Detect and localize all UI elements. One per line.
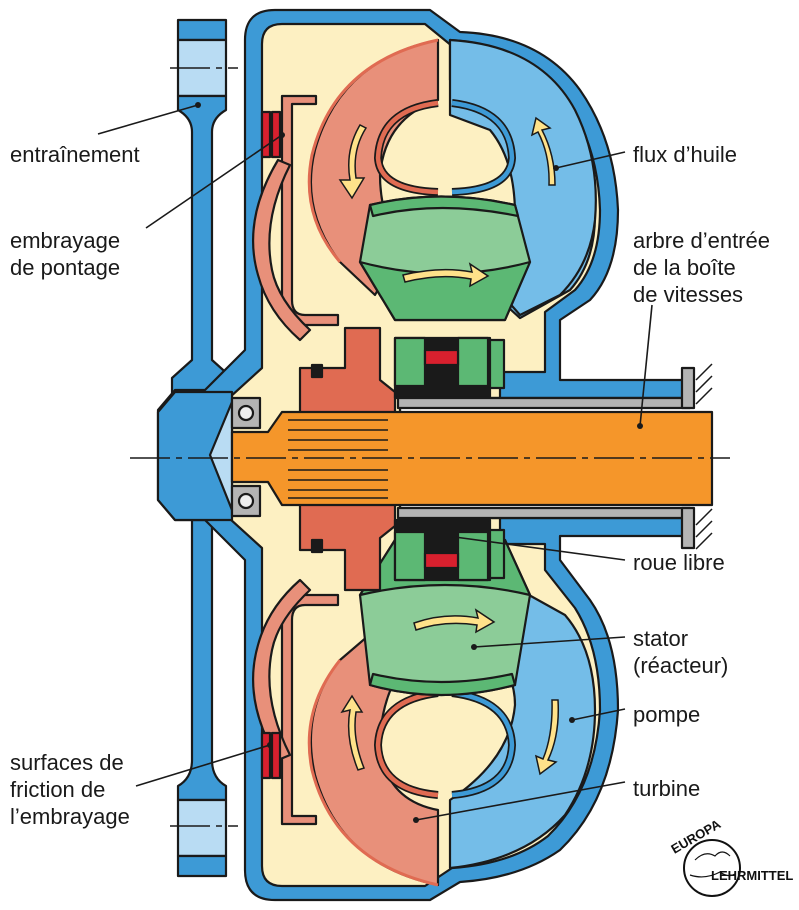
pilot-bearing: [230, 396, 262, 518]
label-arbre-1: arbre d’entrée: [633, 228, 770, 253]
europa-lehrmittel-logo: EUROPA LEHRMITTEL: [668, 816, 793, 897]
label-arbre-3: de vitesses: [633, 282, 743, 307]
stator-support-sleeve: [396, 363, 713, 550]
leader-lines: [97, 102, 653, 823]
flow-arrow-pump-top: [530, 116, 556, 186]
turbine: [307, 38, 440, 887]
label-roue-libre: roue libre: [633, 550, 725, 575]
globe-icon: [683, 839, 741, 897]
label-stator-1: stator: [633, 626, 688, 651]
label-entrainement: entraînement: [10, 142, 140, 167]
label-friction-2: friction de: [10, 777, 105, 802]
label-pompe: pompe: [633, 702, 700, 727]
label-stator-2: (réacteur): [633, 653, 728, 678]
freewheel: [393, 336, 506, 582]
label-turbine: turbine: [633, 776, 700, 801]
flow-arrow-turbine-top: [338, 124, 368, 200]
flow-arrow-stator-top: [402, 262, 490, 288]
oil-flow-arrows: [338, 116, 560, 776]
label-friction-3: l’embrayage: [10, 804, 130, 829]
lockup-clutch: [252, 94, 340, 826]
label-embrayage-1: embrayage: [10, 228, 120, 253]
logo-side-text: LEHRMITTEL: [711, 868, 793, 883]
label-friction-1: surfaces de: [10, 750, 124, 775]
flow-arrow-pump-bottom: [534, 699, 560, 776]
labels: entraînement embrayage de pontage flux d…: [10, 142, 770, 829]
flow-arrow-stator-bottom: [413, 608, 496, 634]
label-embrayage-2: de pontage: [10, 255, 120, 280]
label-arbre-2: de la boîte: [633, 255, 736, 280]
flow-arrow-turbine-bottom: [340, 694, 365, 771]
label-flux: flux d’huile: [633, 142, 737, 167]
pump: [448, 38, 597, 870]
